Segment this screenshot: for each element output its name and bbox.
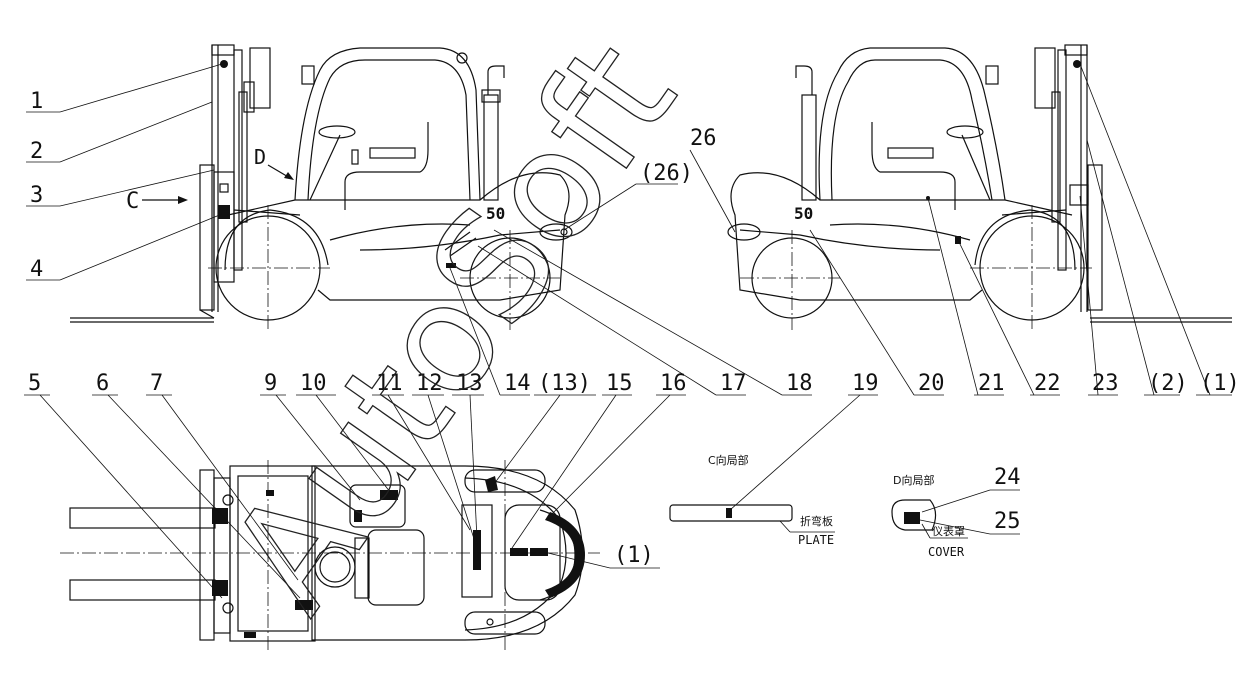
counterweight-number-left: 50 [486, 204, 505, 223]
callout-plan-1: (1) [614, 543, 654, 568]
callout-21: 21 [978, 371, 1005, 396]
callout-26: 26 [690, 126, 717, 151]
callout-22: 22 [1034, 371, 1061, 396]
callout-26-paren: (26) [640, 161, 693, 186]
view-c-detail: C向局部 折弯板 PLATE [669, 453, 835, 547]
view-d-title: D向局部 [893, 473, 934, 487]
plate-en-label: PLATE [798, 533, 834, 547]
counterweight-number-right: 50 [794, 204, 813, 223]
arrow-d-label: D [254, 145, 266, 169]
callout-25: 25 [994, 509, 1021, 534]
callout-4: 4 [30, 257, 43, 282]
forklift-right-view: 50 [727, 44, 1232, 332]
callout-6: 6 [96, 371, 109, 396]
arrow-c-label: C [126, 189, 139, 214]
view-c-title: C向局部 [708, 453, 749, 467]
callout-3: 3 [30, 183, 43, 208]
callout-14: 14 [504, 371, 531, 396]
callout-16: 16 [660, 371, 687, 396]
callout-5: 5 [28, 371, 41, 396]
view-d-detail: D向局部 仪表罩 COVER [891, 473, 968, 559]
callout-20: 20 [918, 371, 945, 396]
callouts: 1 2 3 4 26 (26) 5 6 7 9 10 11 [24, 63, 1240, 599]
callout-10: 10 [300, 371, 327, 396]
callout-7: 7 [150, 371, 163, 396]
callout-24: 24 [994, 465, 1021, 490]
callout-18: 18 [786, 371, 813, 396]
callout-2-paren: (2) [1148, 371, 1188, 396]
callout-9: 9 [264, 371, 277, 396]
callout-17: 17 [720, 371, 747, 396]
callout-2: 2 [30, 139, 43, 164]
callout-1-paren: (1) [1200, 371, 1240, 396]
forklift-plan-view [60, 460, 600, 650]
cover-en-label: COVER [928, 545, 965, 559]
callout-13-paren: (13) [538, 371, 591, 396]
plate-cn-label: 折弯板 [800, 514, 833, 528]
callout-1: 1 [30, 89, 43, 114]
forklift-left-view: 50 C D [70, 44, 573, 332]
callout-12: 12 [416, 371, 443, 396]
callout-13: 13 [456, 371, 483, 396]
callout-15: 15 [606, 371, 633, 396]
callout-11: 11 [376, 371, 403, 396]
callout-19: 19 [852, 371, 879, 396]
